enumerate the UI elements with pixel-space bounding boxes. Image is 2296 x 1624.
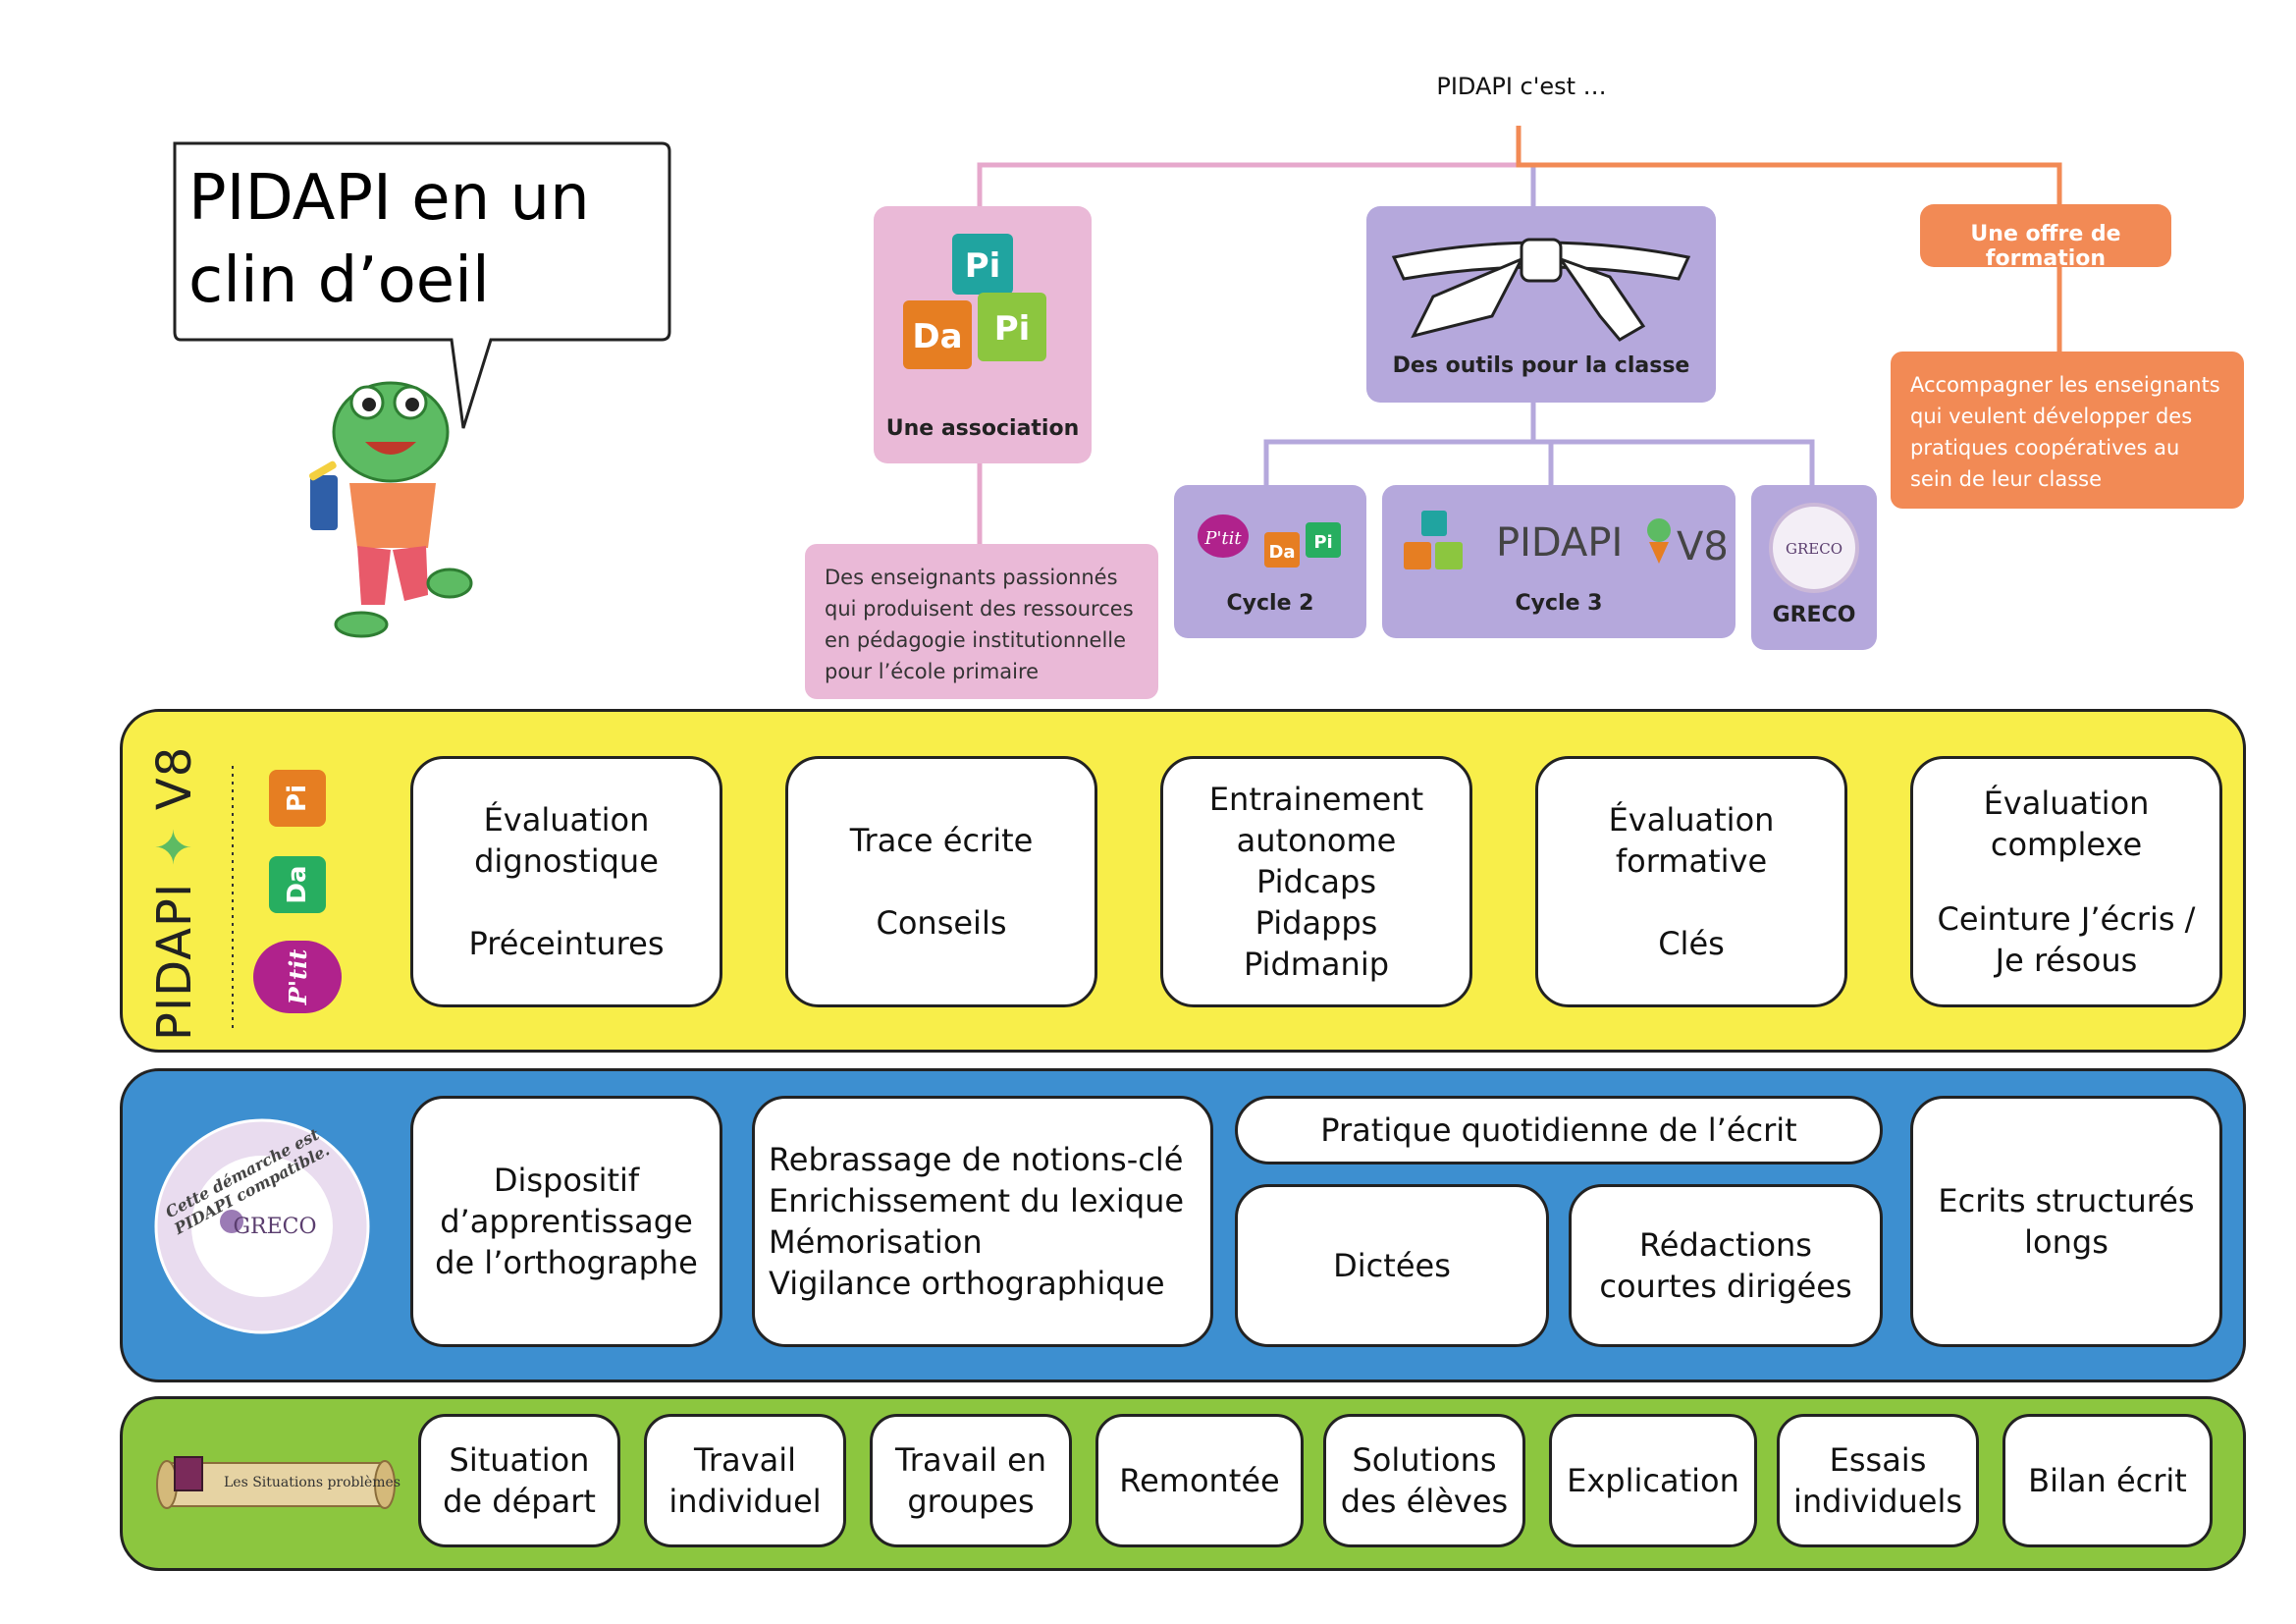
association-node: Pi Da Pi Une association	[874, 206, 1092, 463]
cycle3-label: Cycle 3	[1515, 591, 1603, 616]
pidapi-card: Trace écrite Conseils	[785, 756, 1097, 1007]
card-text: Dictées	[1333, 1247, 1451, 1284]
card-subtitle: Préceintures	[468, 925, 665, 962]
cycle3-node: PIDAPI V8 Cycle 3	[1382, 485, 1735, 638]
pidapi-card: Évaluation formative Clés	[1535, 756, 1847, 1007]
greco-compatible-seal-icon: GRECO	[154, 1118, 370, 1334]
cube-da-badge: Da	[269, 856, 326, 913]
association-description-box: Des enseignants passionnés qui produisen…	[805, 544, 1158, 699]
card-text: Ecrits structurés longs	[1938, 1182, 2195, 1261]
problem-step: Essais individuels	[1777, 1414, 1979, 1547]
pidapi-card: Évaluation complexe Ceinture J’écris / J…	[1910, 756, 2222, 1007]
card-title: Évaluation formative	[1608, 801, 1775, 880]
card-subtitle: Clés	[1658, 925, 1725, 962]
training-node: Une offre de formation	[1920, 204, 2171, 271]
cycle2-cube-da: Da	[1268, 542, 1295, 563]
problem-step: Explication	[1549, 1414, 1757, 1547]
scroll-banner-label: Les Situations problèmes	[224, 1475, 401, 1490]
tools-label: Des outils pour la classe	[1392, 353, 1690, 378]
cycle2-cube-pi: Pi	[1313, 532, 1332, 553]
pidapi-cubes-icon: Pi Da Pi	[903, 234, 1046, 369]
pidapi-brand-vertical: PIDAPI ✦ V8	[147, 745, 202, 1041]
pidapi-version-text: V8	[147, 745, 202, 811]
card-text: Dispositif d’apprentissage de l’orthogra…	[435, 1162, 698, 1281]
card-text: Pratique quotidienne de l’écrit	[1320, 1111, 1797, 1149]
problem-step: Travail individuel	[644, 1414, 846, 1547]
card-subtitle: Ceinture J’écris / Je résous	[1937, 900, 2196, 979]
card-title: Évaluation dignostique	[474, 801, 659, 880]
ptit-badge: P'tit	[253, 941, 342, 1013]
card-title: Trace écrite	[849, 822, 1034, 859]
greco-seal-text: GRECO	[1786, 540, 1842, 558]
problem-step: Solutions des élèves	[1323, 1414, 1525, 1547]
pidapi-card: Entrainement autonome Pidcaps Pidapps Pi…	[1160, 756, 1472, 1007]
association-description: Des enseignants passionnés qui produisen…	[825, 566, 1134, 683]
step-text: Solutions des élèves	[1340, 1441, 1509, 1520]
white-belt-icon	[1391, 238, 1691, 342]
problem-step: Bilan écrit	[2002, 1414, 2213, 1547]
training-description: Accompagner les enseignants qui veulent …	[1910, 373, 2220, 491]
card-title: Entrainement autonome Pidcaps Pidapps Pi…	[1208, 781, 1424, 983]
greco-card-header: Pratique quotidienne de l’écrit	[1235, 1096, 1883, 1164]
cycle2-logo-icon: P'tit Da Pi	[1198, 514, 1341, 568]
greco-card: Ecrits structurés longs	[1910, 1096, 2222, 1347]
step-text: Explication	[1567, 1462, 1739, 1499]
tools-node: Des outils pour la classe	[1366, 206, 1716, 403]
training-description-box: Accompagner les enseignants qui veulent …	[1891, 352, 2244, 509]
pidapi-v8-logo-icon: PIDAPI V8	[1404, 511, 1726, 569]
cube-pi-badge: Pi	[269, 770, 326, 827]
cube-da-label: Da	[912, 317, 962, 356]
greco-seal-icon: GRECO	[1769, 503, 1859, 593]
cycle2-label: Cycle 2	[1226, 591, 1314, 616]
pidapi-card: Évaluation dignostique Préceintures	[410, 756, 722, 1007]
cycle3-logo-text: PIDAPI	[1496, 520, 1623, 566]
greco-card: Dictées	[1235, 1184, 1549, 1347]
pidapi-brand-text: PIDAPI	[147, 882, 202, 1041]
step-text: Travail en groupes	[894, 1441, 1047, 1520]
greco-card: Rédactions courtes dirigées	[1569, 1184, 1883, 1347]
brand-dotted-divider	[232, 766, 234, 1031]
cycle2-node: P'tit Da Pi Cycle 2	[1174, 485, 1366, 638]
greco-node: GRECO GRECO	[1751, 485, 1877, 650]
card-text: Rédactions courtes dirigées	[1599, 1226, 1852, 1305]
step-text: Situation de départ	[443, 1441, 596, 1520]
problem-step: Remontée	[1095, 1414, 1304, 1547]
scroll-banner-icon	[156, 1456, 396, 1509]
speech-bubble	[173, 141, 671, 429]
cycle2-logo-text: P'tit	[1203, 528, 1242, 549]
step-text: Travail individuel	[668, 1441, 822, 1520]
greco-label: GRECO	[1772, 603, 1856, 627]
greco-card: Rebrassage de notions-clé Enrichissement…	[752, 1096, 1213, 1347]
step-text: Essais individuels	[1792, 1441, 1963, 1520]
seal-center-text: GRECO	[233, 1215, 316, 1239]
cube-pi-label: Pi	[965, 246, 1001, 286]
cycle3-version-text: V8	[1677, 524, 1726, 569]
problem-step: Travail en groupes	[870, 1414, 1072, 1547]
step-text: Remontée	[1119, 1462, 1280, 1499]
bubble-title: PIDAPI en un clin d’oeil	[188, 162, 590, 317]
card-title: Évaluation complexe	[1983, 785, 2150, 863]
association-label: Une association	[885, 416, 1080, 441]
step-text: Bilan écrit	[2028, 1462, 2187, 1499]
cube-pi-label-2: Pi	[994, 309, 1031, 349]
frog-mascot-icon	[308, 381, 473, 638]
problem-step: Situation de départ	[418, 1414, 620, 1547]
card-text: Rebrassage de notions-clé Enrichissement…	[769, 1141, 1185, 1302]
greco-card: Dispositif d’apprentissage de l’orthogra…	[410, 1096, 722, 1347]
card-subtitle: Conseils	[876, 904, 1007, 942]
tree-root-label: PIDAPI c'est …	[1436, 73, 1607, 100]
training-label: Une offre de formation	[1970, 222, 2121, 271]
